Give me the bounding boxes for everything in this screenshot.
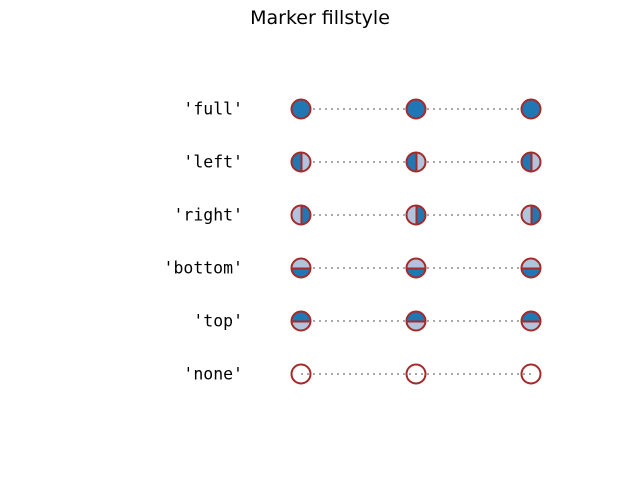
marker-none-1 — [290, 363, 312, 385]
marker-full-2 — [405, 98, 427, 120]
marker-top-2 — [405, 310, 427, 332]
marker-right-1 — [290, 204, 312, 226]
marker-top-3 — [520, 310, 542, 332]
marker-bottom-1 — [290, 257, 312, 279]
fillstyle-row-right: 'right' — [0, 204, 640, 226]
fillstyle-label-none: 'none' — [183, 364, 243, 384]
marker-full-3 — [520, 98, 542, 120]
fillstyle-label-full: 'full' — [183, 99, 243, 119]
fillstyle-label-left: 'left' — [183, 152, 243, 172]
marker-right-2 — [405, 204, 427, 226]
chart-title: Marker fillstyle — [250, 7, 390, 29]
fillstyle-row-none: 'none' — [0, 363, 640, 385]
fillstyle-row-left: 'left' — [0, 151, 640, 173]
marker-top-1 — [290, 310, 312, 332]
marker-full-1 — [290, 98, 312, 120]
fillstyle-label-top: 'top' — [193, 311, 243, 331]
marker-bottom-2 — [405, 257, 427, 279]
marker-left-3 — [520, 151, 542, 173]
marker-right-3 — [520, 204, 542, 226]
marker-none-2 — [405, 363, 427, 385]
marker-none-3 — [520, 363, 542, 385]
fillstyle-label-bottom: 'bottom' — [163, 258, 243, 278]
marker-left-2 — [405, 151, 427, 173]
fillstyle-row-bottom: 'bottom' — [0, 257, 640, 279]
marker-left-1 — [290, 151, 312, 173]
marker-bottom-3 — [520, 257, 542, 279]
fillstyle-label-right: 'right' — [173, 205, 243, 225]
fillstyle-row-full: 'full' — [0, 98, 640, 120]
fillstyle-row-top: 'top' — [0, 310, 640, 332]
